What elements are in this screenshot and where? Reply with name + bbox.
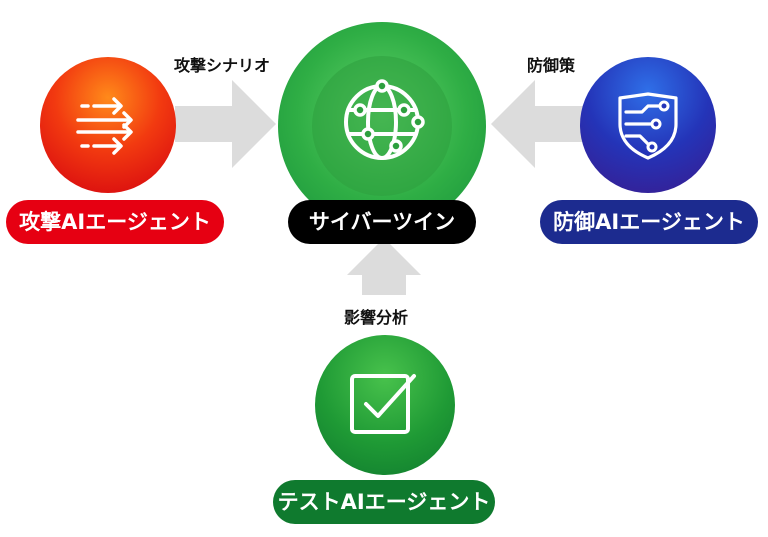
arrows-right-icon <box>76 97 133 155</box>
attack-agent-node <box>40 57 176 193</box>
edge-label-impact-analysis: 影響分析 <box>344 308 409 327</box>
defense-agent-label: 防御AIエージェント <box>540 200 758 244</box>
checkbox-icon <box>350 374 416 434</box>
shield-circuit-icon <box>618 92 678 160</box>
test-agent-node <box>315 335 455 475</box>
globe-network-icon <box>344 79 425 160</box>
test-agent-label: テストAIエージェント <box>273 480 495 524</box>
cyber-twin-label: サイバーツイン <box>288 200 476 244</box>
attack-agent-label: 攻撃AIエージェント <box>6 200 224 244</box>
edge-label-attack-scenario: 攻撃シナリオ <box>174 56 271 75</box>
edge-label-defense-measures: 防御策 <box>527 56 576 75</box>
